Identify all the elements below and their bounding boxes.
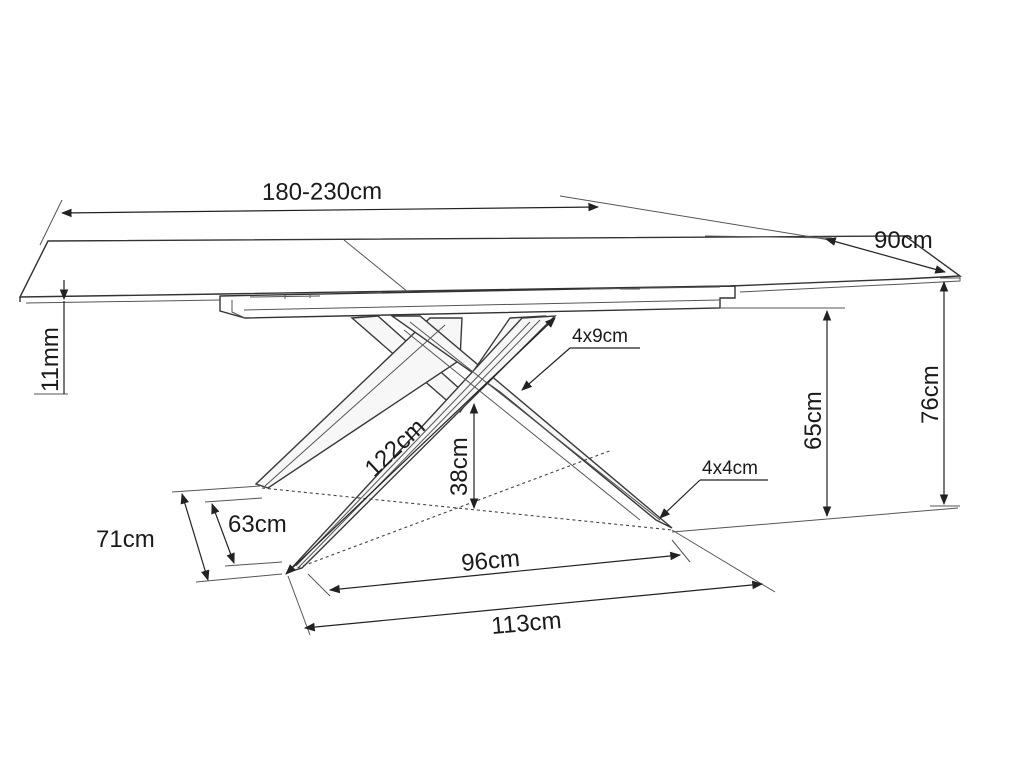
dimension-labels: 180-230cm 90cm 11mm 76cm 65cm 38cm 122cm… — [37, 178, 944, 640]
label-height-total: 76cm — [917, 365, 944, 424]
label-top-thickness: 11mm — [37, 327, 64, 392]
label-base-width-inner: 96cm — [460, 545, 521, 577]
label-leg-section-top: 4x9cm — [572, 326, 628, 347]
label-length: 180-230cm — [262, 178, 382, 206]
dimension-lines — [34, 195, 960, 636]
label-leg-section-bottom: 4x4cm — [702, 458, 758, 479]
table-top — [18, 235, 963, 304]
label-base-depth-inner: 63cm — [228, 511, 287, 538]
extension-seam — [343, 239, 409, 293]
label-height-cross: 38cm — [446, 437, 473, 496]
label-base-width-outer: 113cm — [490, 607, 562, 640]
label-depth: 90cm — [874, 227, 933, 254]
under-frame — [219, 285, 736, 319]
label-base-depth-outer: 71cm — [96, 526, 155, 553]
label-height-legs: 65cm — [800, 391, 827, 450]
